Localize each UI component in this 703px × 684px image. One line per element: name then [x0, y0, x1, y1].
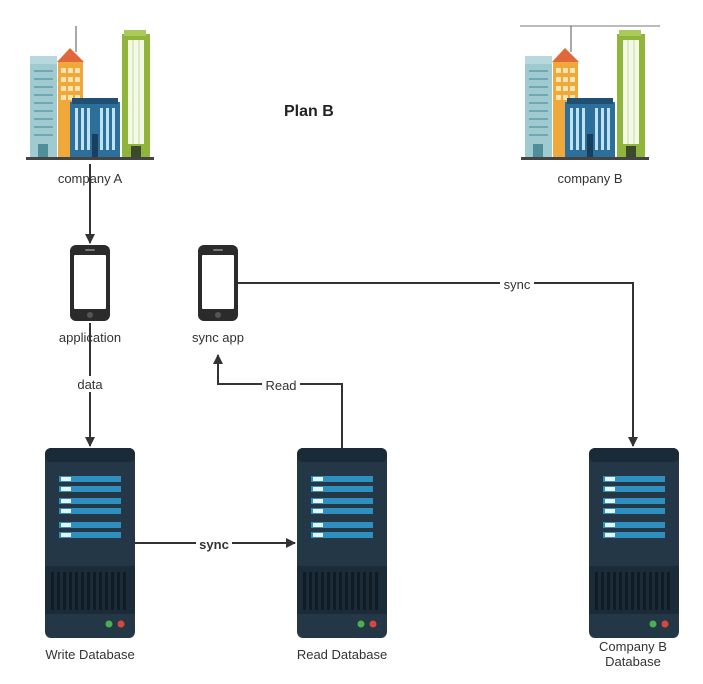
company-a-buildings-icon	[25, 25, 155, 161]
read-database-label: Read Database	[297, 647, 387, 662]
edge-label-data: data	[77, 377, 103, 392]
company-b-database-server-icon	[589, 448, 679, 638]
sync-app-label: sync app	[192, 330, 244, 345]
diagram-title: Plan B	[284, 103, 334, 120]
edge-label-bg	[74, 376, 106, 392]
edge-read-db-to-sync-app	[213, 354, 343, 448]
edge-label-bg	[262, 377, 300, 393]
edge-label-sync-top: sync	[504, 277, 531, 292]
read-database-server-icon	[297, 448, 387, 638]
company-b-label: company B	[557, 171, 622, 186]
write-database-label: Write Database	[45, 647, 134, 662]
application-phone-icon	[70, 245, 110, 321]
edge-sync-app-to-company-b-db	[238, 282, 638, 447]
write-database-server-icon	[45, 448, 135, 638]
company-b-database-label-line1: Company B	[599, 639, 667, 654]
edge-label-bg	[196, 536, 232, 552]
company-b-database-label-line2: Database	[605, 654, 661, 669]
company-b-buildings-icon	[520, 25, 660, 161]
edge-label-bg	[500, 276, 534, 292]
edge-label-sync-bottom: sync	[199, 537, 229, 552]
sync-app-phone-icon	[198, 245, 238, 321]
edge-label-read: Read	[265, 378, 296, 393]
